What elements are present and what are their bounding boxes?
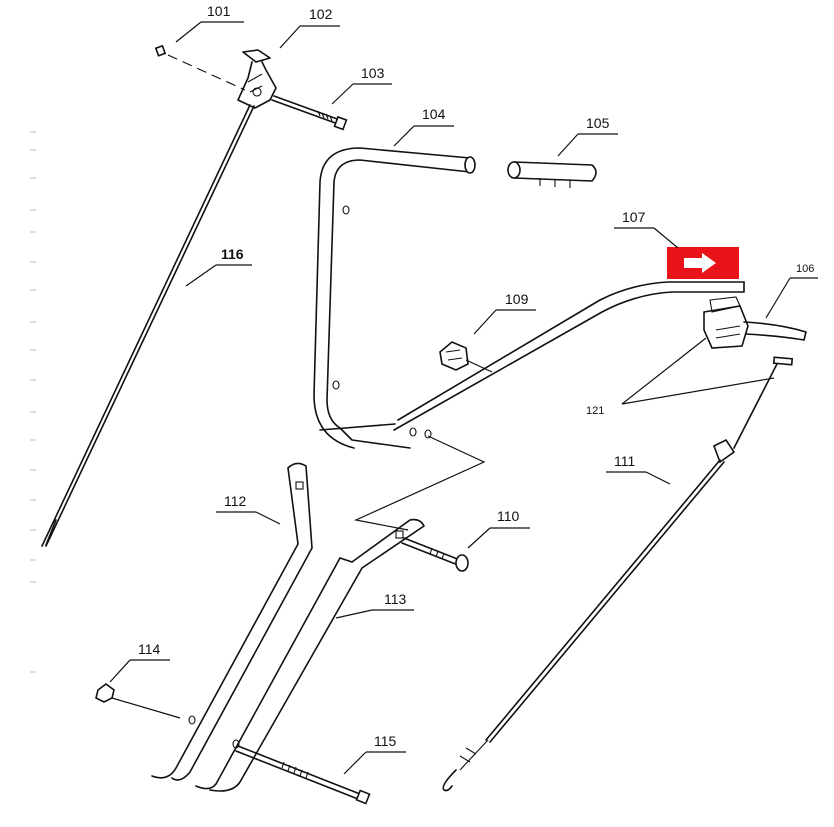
part-110-carriage-bolt (401, 537, 469, 572)
svg-text:104: 104 (422, 106, 446, 122)
part-105-handle-grip (507, 161, 597, 188)
part-106-control-lever (703, 296, 807, 349)
part-109-knob (439, 341, 493, 373)
svg-text:103: 103 (361, 65, 385, 81)
part-114-nut (95, 683, 181, 719)
svg-text:121: 121 (586, 405, 604, 417)
callout-116: 116 (185, 246, 252, 287)
part-101-nut (154, 44, 246, 91)
callout-104: 104 (393, 106, 454, 147)
callout-114: 114 (109, 641, 170, 683)
callout-107: 107 (614, 209, 679, 249)
callout-115: 115 (343, 733, 406, 775)
svg-text:105: 105 (586, 115, 610, 131)
callout-110: 110 (467, 508, 530, 549)
callout-102: 102 (279, 6, 340, 49)
part-104-upper-handle (313, 147, 476, 449)
part-113-lower-handle-right (195, 518, 425, 792)
left-margin-ticks (30, 131, 36, 673)
callout-111: 111 (606, 453, 671, 485)
callout-112: 112 (216, 493, 281, 525)
svg-text:112: 112 (224, 493, 247, 509)
callout-101: 101 (175, 3, 244, 43)
svg-text:115: 115 (374, 733, 397, 749)
part-107-control-bar (319, 281, 745, 531)
part-115-bolt (235, 745, 371, 805)
svg-text:113: 113 (384, 591, 407, 607)
svg-text:111: 111 (614, 453, 635, 469)
svg-text:114: 114 (138, 641, 161, 657)
callout-121: 121 (586, 405, 604, 417)
svg-text:106: 106 (796, 263, 814, 275)
svg-text:101: 101 (207, 3, 231, 19)
callout-113: 113 (335, 591, 414, 619)
part-116-control-cable (41, 104, 255, 547)
callout-105: 105 (557, 115, 618, 157)
part-112-lower-handle-left (151, 462, 313, 781)
svg-text:102: 102 (309, 6, 333, 22)
callouts: 101 102 103 104 105 106 (109, 3, 818, 775)
svg-text:109: 109 (505, 291, 529, 307)
callout-121-leaders (621, 337, 775, 405)
svg-text:110: 110 (497, 508, 520, 524)
part-111-throttle-cable (442, 356, 794, 792)
part-102-cable-bracket (237, 49, 277, 109)
svg-text:107: 107 (622, 209, 646, 225)
callout-106: 106 (765, 263, 818, 319)
highlight-badge (667, 247, 739, 279)
part-103-bolt (271, 95, 348, 131)
callout-103: 103 (331, 65, 392, 105)
callout-109: 109 (473, 291, 536, 335)
svg-text:116: 116 (221, 246, 244, 262)
